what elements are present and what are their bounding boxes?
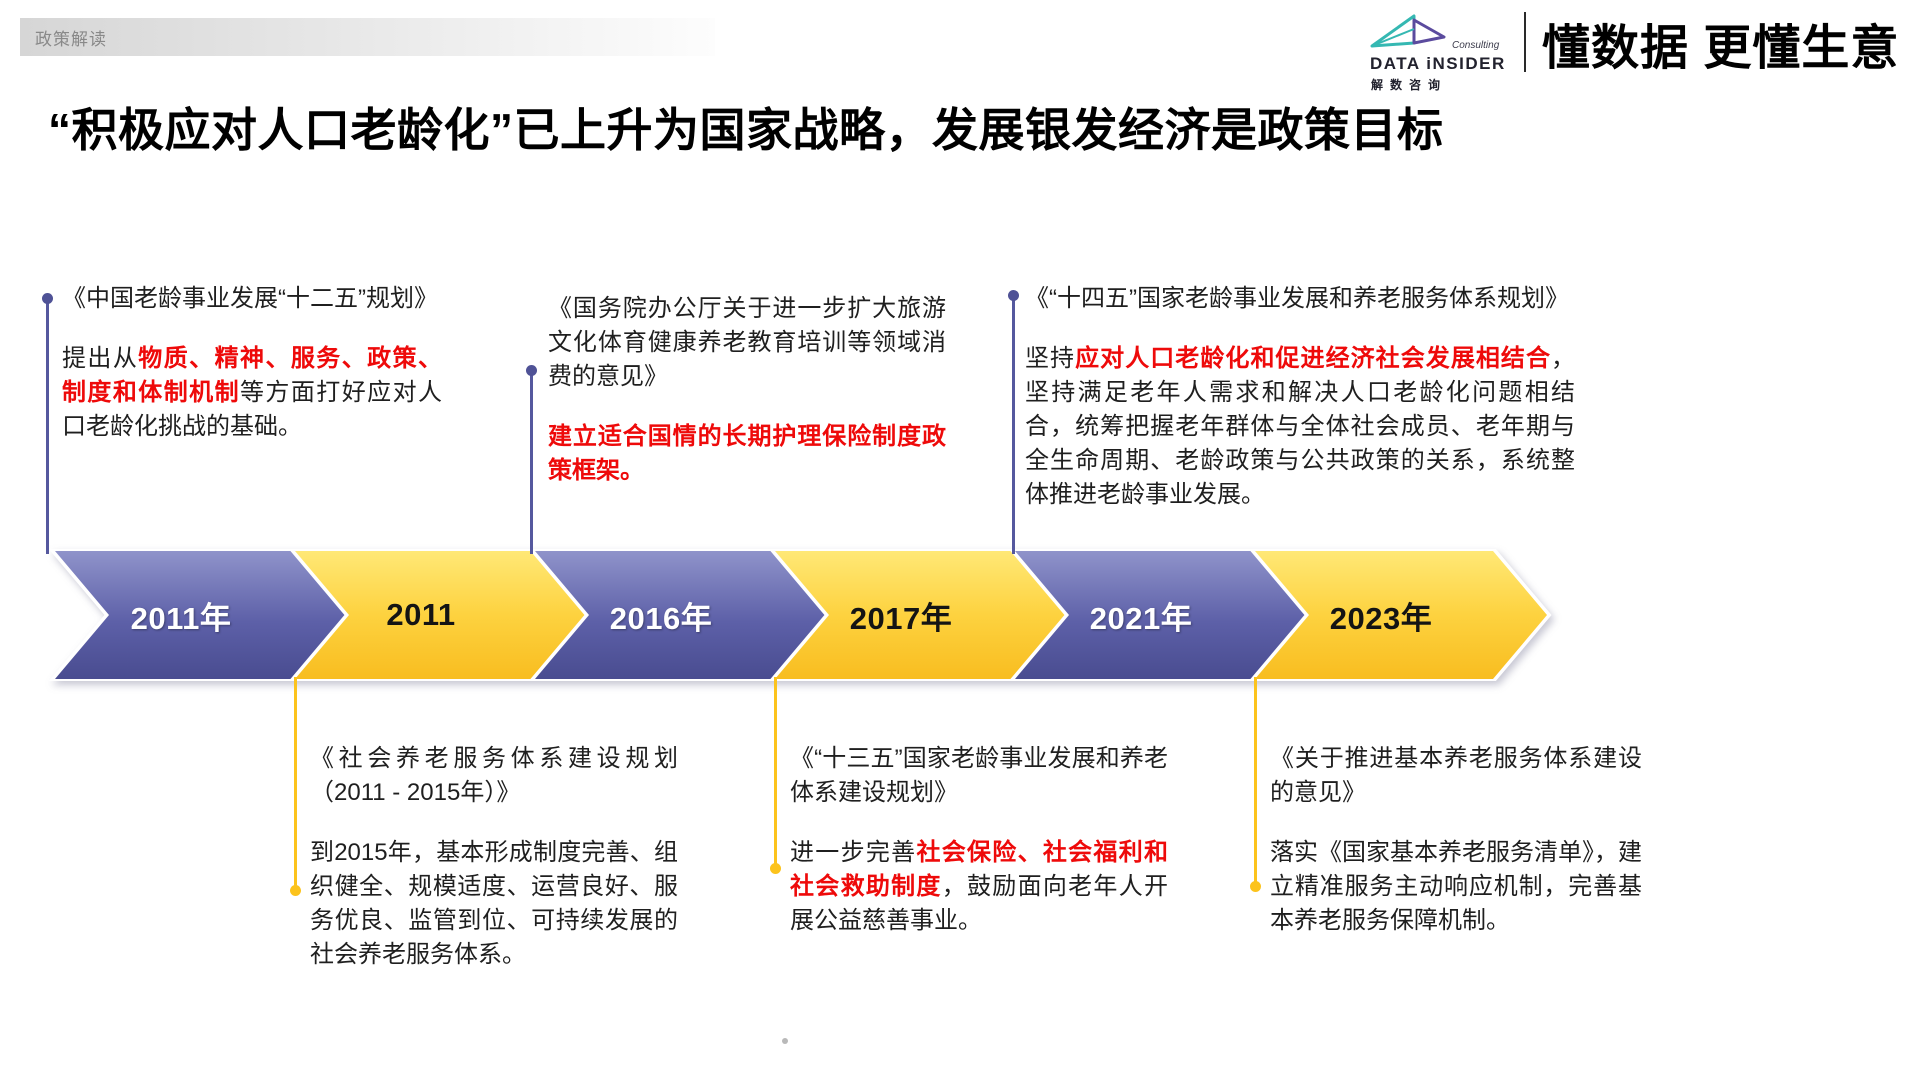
policy-body: 到2015年，基本形成制度完善、组织健全、规模适度、运营良好、服务优良、监管到位… [310, 836, 678, 972]
policy-block-2011: 《社会养老服务体系建设规划（2011 - 2015年）》到2015年，基本形成制… [310, 742, 678, 972]
connector-dot [290, 885, 301, 896]
body-text: 进一步完善 [790, 839, 917, 866]
timeline-year-label: 2021年 [1089, 600, 1193, 636]
timeline-year-label: 2017年 [849, 600, 953, 636]
policy-doc-title: 《中国老龄事业发展“十二五”规划》 [62, 285, 438, 312]
connector-dot [1250, 881, 1261, 892]
emphasized-text: 社会保险、社会福利和社会救助制度 [790, 839, 1169, 900]
body-text: 提出从 [62, 345, 139, 372]
page-title: “积极应对人口老龄化”已上升为国家战略，发展银发经济是政策目标 [48, 104, 1444, 156]
body-text: 到2015年，基本形成制度完善、组织健全、规模适度、运营良好、服务优良、监管到位… [310, 839, 678, 968]
connector-line [294, 677, 297, 890]
policy-doc-title: 《“十四五”国家老龄事业发展和养老服务体系规划》 [1025, 285, 1569, 312]
timeline-arrows [48, 549, 1552, 681]
connector-dot [1008, 290, 1019, 301]
policy-body: 进一步完善社会保险、社会福利和社会救助制度，鼓励面向老年人开展公益慈善事业。 [790, 836, 1168, 938]
timeline-year-label: 2011 [386, 597, 456, 632]
body-text: ，鼓励面向老年人开展公益慈善事业。 [790, 873, 1169, 934]
policy-block-2016年: 《国务院办公厅关于进一步扩大旅游文化体育健康养老教育培训等领域消费的意见》建立适… [548, 292, 946, 488]
connector-line [46, 298, 49, 554]
emphasized-text: 建立适合国情的长期护理保险制度政策框架。 [548, 423, 946, 484]
header-divider [1524, 12, 1526, 72]
policy-body: 提出从物质、精神、服务、政策、制度和体制机制等方面打好应对人口老龄化挑战的基础。 [62, 342, 442, 444]
policy-body: 建立适合国情的长期护理保险制度政策框架。 [548, 420, 946, 488]
policy-doc-title: 《“十三五”国家老龄事业发展和养老体系建设规划》 [790, 745, 1168, 806]
data-insider-logo-icon [1370, 14, 1446, 48]
policy-block-2021年: 《“十四五”国家老龄事业发展和养老服务体系规划》坚持应对人口老龄化和促进经济社会… [1025, 282, 1575, 512]
emphasized-text: 应对人口老龄化和促进经济社会发展相结合 [1075, 345, 1552, 372]
body-text: 坚持 [1025, 345, 1076, 372]
policy-block-2011年: 《中国老龄事业发展“十二五”规划》提出从物质、精神、服务、政策、制度和体制机制等… [62, 282, 442, 444]
footer-dot [782, 1038, 788, 1044]
policy-doc-title: 《国务院办公厅关于进一步扩大旅游文化体育健康养老教育培训等领域消费的意见》 [548, 295, 946, 390]
section-tag-bar: 政策解读 [20, 18, 715, 56]
header-slogan: 懂数据 更懂生意 [1542, 22, 1900, 75]
policy-doc-title: 《关于推进基本养老服务体系建设的意见》 [1270, 745, 1642, 806]
connector-dot [42, 293, 53, 304]
logo-brand-label: DATA iNSIDER [1370, 54, 1506, 73]
policy-body: 坚持应对人口老龄化和促进经济社会发展相结合，坚持满足老年人需求和解决人口老龄化问… [1025, 342, 1575, 512]
body-text: 落实《国家基本养老服务清单》，建立精准服务主动响应机制，完善基本养老服务保障机制… [1270, 839, 1642, 934]
policy-block-2017年: 《“十三五”国家老龄事业发展和养老体系建设规划》进一步完善社会保险、社会福利和社… [790, 742, 1168, 938]
timeline-year-label: 2023年 [1329, 600, 1433, 636]
section-tag-label: 政策解读 [35, 29, 107, 49]
connector-line [1254, 677, 1257, 886]
logo-brand-cn-label: 解数咨询 [1371, 78, 1448, 92]
data-insider-logo: Consulting DATA iNSIDER 解数咨询 [1368, 10, 1518, 92]
connector-line [530, 370, 533, 554]
connector-line [774, 677, 777, 868]
policy-block-2023年: 《关于推进基本养老服务体系建设的意见》落实《国家基本养老服务清单》，建立精准服务… [1270, 742, 1642, 938]
emphasized-text: 物质、精神、服务、政策、制度和体制机制 [62, 345, 443, 406]
policy-body: 落实《国家基本养老服务清单》，建立精准服务主动响应机制，完善基本养老服务保障机制… [1270, 836, 1642, 938]
timeline-year-label: 2016年 [609, 600, 713, 636]
connector-line [1012, 295, 1015, 554]
timeline-year-label: 2011年 [130, 600, 232, 636]
logo-consulting-label: Consulting [1452, 40, 1500, 51]
body-text: 等方面打好应对人口老龄化挑战的基础。 [62, 379, 442, 440]
timeline-arrow-2023年 [1248, 549, 1552, 681]
body-text: ，坚持满足老年人需求和解决人口老龄化问题相结合，统筹把握老年群体与全体社会成员、… [1025, 345, 1576, 508]
connector-dot [770, 863, 781, 874]
connector-dot [526, 365, 537, 376]
policy-doc-title: 《社会养老服务体系建设规划（2011 - 2015年）》 [310, 745, 678, 806]
